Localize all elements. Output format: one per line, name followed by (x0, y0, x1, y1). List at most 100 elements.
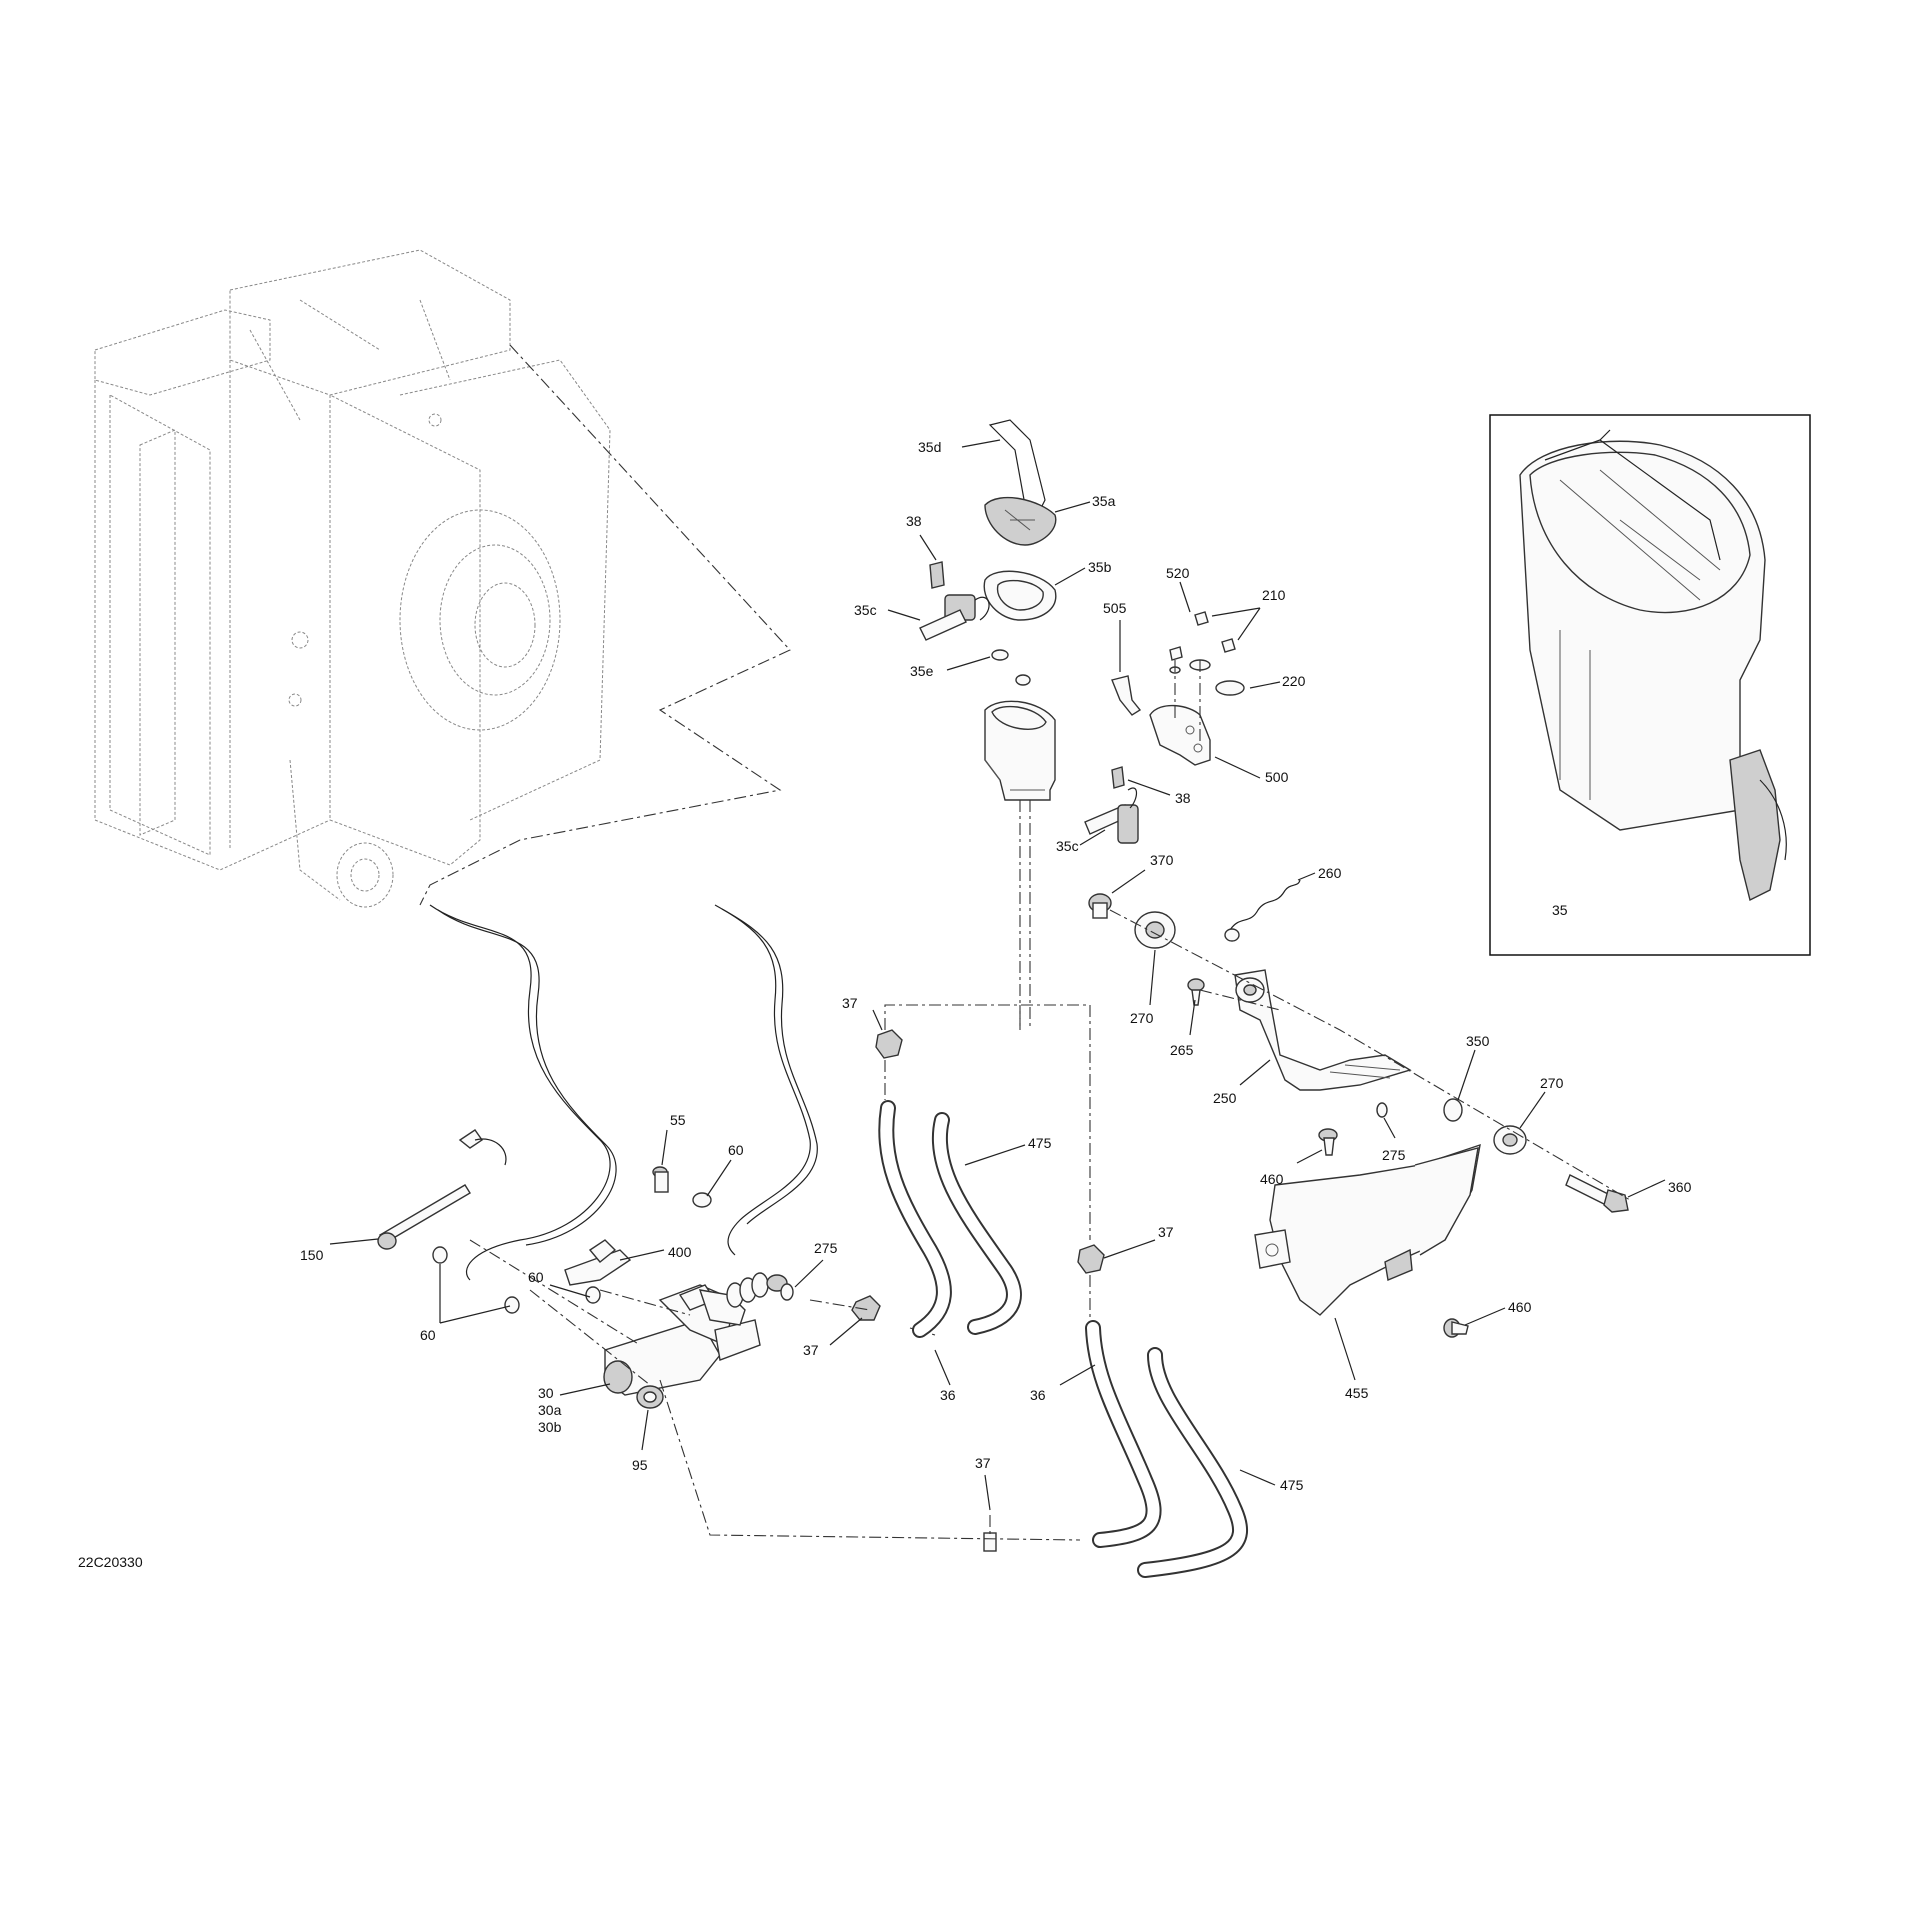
callout-150: 150 (300, 1247, 324, 1263)
nut-37-top (875, 1029, 903, 1059)
washer-60-mid (585, 1286, 601, 1304)
washer-60-left (432, 1246, 520, 1314)
washer-275-right (1376, 1102, 1388, 1118)
callout-30b: 30b (538, 1419, 562, 1435)
callout-210: 210 (1262, 587, 1286, 603)
callout-37-top: 37 (842, 995, 858, 1011)
level-sensor-35c-bottom (1084, 787, 1139, 844)
bearing-270-top (1134, 911, 1176, 949)
brake-line-right (714, 904, 811, 1256)
callout-360: 360 (1668, 1179, 1692, 1195)
mc-axis (469, 1239, 691, 1386)
callout-36-right: 36 (1030, 1387, 1046, 1403)
grommet-35e (991, 649, 1031, 686)
clip-505 (1111, 675, 1142, 716)
callout-265: 265 (1170, 1042, 1194, 1058)
hose-475-bottom (1137, 1347, 1249, 1578)
washer-275-left (780, 1283, 794, 1301)
level-sensor-35c-top (919, 594, 990, 641)
callout-370: 370 (1150, 852, 1174, 868)
pushrod-boot (698, 1272, 788, 1326)
callout-95: 95 (632, 1457, 648, 1473)
abs-outline-dash (419, 344, 791, 906)
callout-60-left: 60 (420, 1327, 436, 1343)
callout-260: 260 (1318, 865, 1342, 881)
nut-37-mid (1077, 1244, 1105, 1274)
callout-labels: 35d 35a 38 35b 35c 35e 520 210 505 220 5… (78, 439, 1692, 1570)
nuts-210-520-220 (1169, 611, 1245, 696)
callout-30a: 30a (538, 1402, 562, 1418)
bushing-370 (1088, 893, 1112, 919)
callout-30: 30 (538, 1385, 554, 1401)
pedal-axis (1109, 909, 1631, 1201)
abs-module-ghost (94, 249, 611, 908)
nut-37-left (851, 1295, 881, 1321)
callout-35d: 35d (918, 439, 941, 455)
hose-475-top (931, 1112, 1022, 1335)
hose-route-top (884, 1004, 1091, 1240)
fastener-460-top (1318, 1128, 1338, 1156)
callout-37-mid: 37 (1158, 1224, 1174, 1240)
callout-350: 350 (1466, 1033, 1490, 1049)
callout-38-bottom: 38 (1175, 790, 1191, 806)
callout-220: 220 (1282, 673, 1306, 689)
hose-36-right (1085, 1320, 1162, 1548)
hose-route-bottom (659, 1379, 1081, 1541)
brake-line-left-2 (437, 909, 617, 1246)
callout-460-bottom: 460 (1508, 1299, 1532, 1315)
callout-275-left: 275 (814, 1240, 838, 1256)
callout-60-top: 60 (728, 1142, 744, 1158)
callout-475-bottom: 475 (1280, 1477, 1304, 1493)
callout-37-bottom: 37 (975, 1455, 991, 1471)
reservoir-body (984, 700, 1056, 801)
leader-lines (329, 439, 1666, 1511)
callout-520: 520 (1166, 565, 1190, 581)
inset-reservoir (1519, 429, 1787, 902)
bolt-150 (377, 1129, 507, 1250)
bracket-400 (564, 1239, 632, 1286)
callout-35e: 35e (910, 663, 934, 679)
retaining-clip-38-top (929, 561, 945, 589)
callout-505: 505 (1103, 600, 1127, 616)
reservoir-cap-35a (984, 497, 1057, 546)
callout-35a: 35a (1092, 493, 1116, 509)
drawing-id: 22C20330 (78, 1554, 143, 1570)
hardware-axis (1174, 660, 1201, 745)
callout-455: 455 (1345, 1385, 1369, 1401)
bolt-55 (652, 1166, 669, 1193)
callout-275-right: 275 (1382, 1147, 1406, 1163)
callout-55: 55 (670, 1112, 686, 1128)
bracket-500 (1149, 704, 1211, 766)
spring-260 (1224, 879, 1301, 942)
callout-37-left: 37 (803, 1342, 819, 1358)
fitting-95 (636, 1385, 664, 1409)
reservoir-seal-35b (983, 570, 1057, 621)
callout-60-mid: 60 (528, 1269, 544, 1285)
callout-35b: 35b (1088, 559, 1112, 575)
bushing-350 (1443, 1098, 1463, 1122)
callout-35c-top: 35c (854, 602, 877, 618)
brake-line-right-2 (721, 908, 818, 1225)
callout-35c-bottom: 35c (1056, 838, 1079, 854)
master-cylinder-30 (603, 1284, 761, 1396)
callout-35-inset: 35 (1552, 902, 1568, 918)
brake-line-left (429, 904, 611, 1281)
callout-38-top: 38 (906, 513, 922, 529)
shield-455 (1254, 1143, 1481, 1316)
retaining-clip-38-bottom (1111, 766, 1125, 789)
pivot-bolt-265 (1187, 978, 1205, 1006)
reservoir-clip-35d (988, 419, 1046, 511)
fitting-37-bottom (983, 1532, 997, 1552)
callout-36-left: 36 (940, 1387, 956, 1403)
callout-475-top: 475 (1028, 1135, 1052, 1151)
fastener-460-bottom (1443, 1318, 1469, 1338)
callout-270-top: 270 (1130, 1010, 1154, 1026)
callout-500: 500 (1265, 769, 1289, 785)
callout-400: 400 (668, 1244, 692, 1260)
bearing-270-right (1493, 1125, 1527, 1155)
pedal-axis-2 (1199, 989, 1281, 1011)
hose-36-left (878, 1100, 952, 1338)
washer-60-top (692, 1192, 712, 1208)
